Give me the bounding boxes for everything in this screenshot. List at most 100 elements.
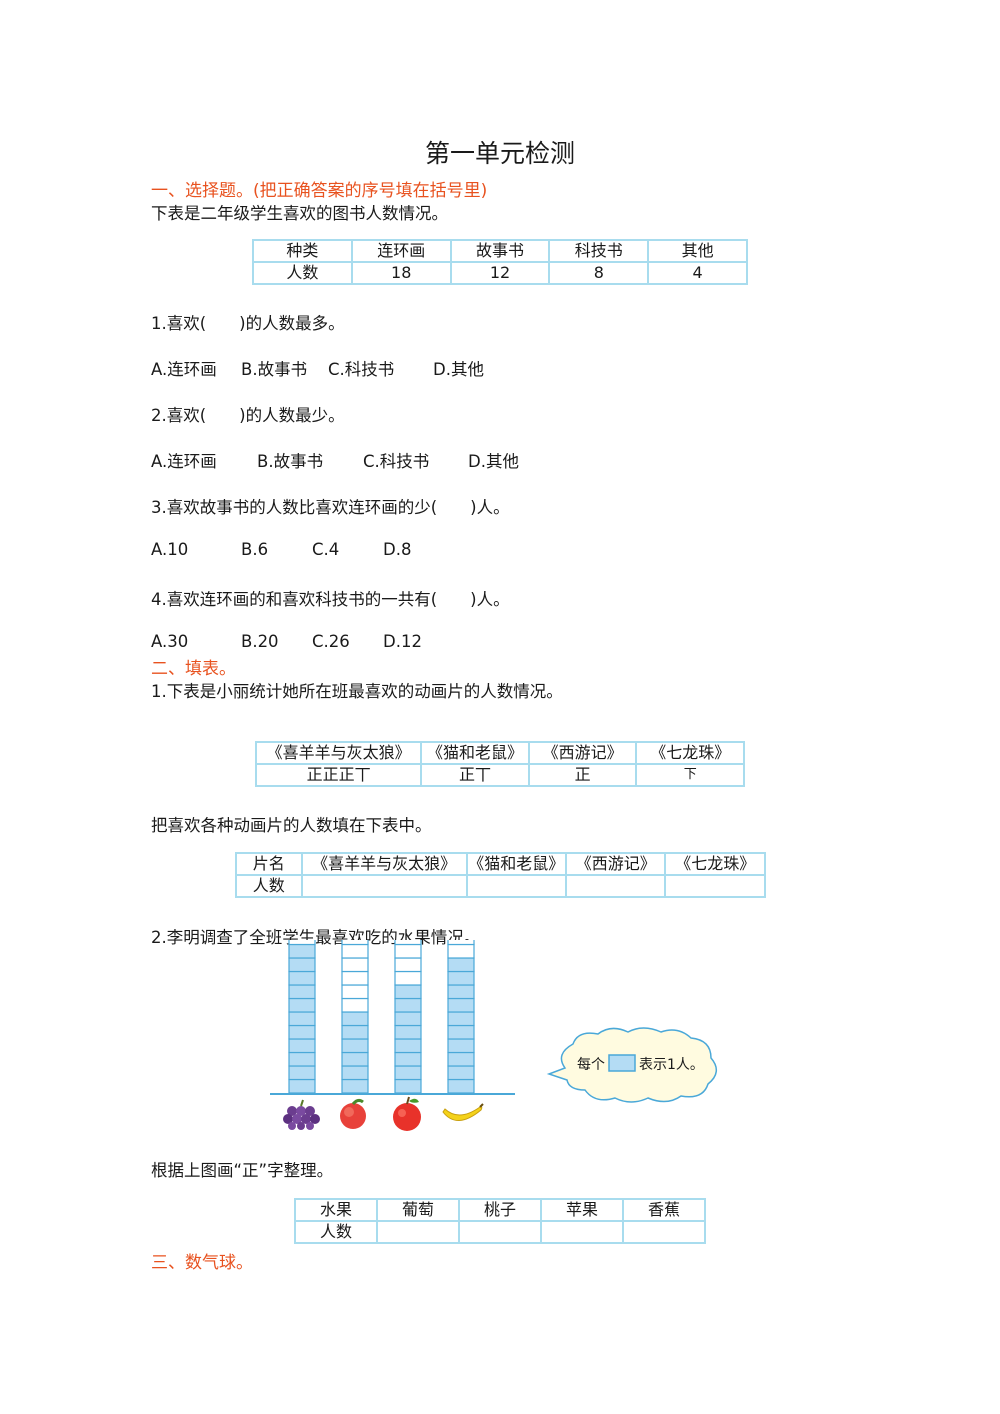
table-header-cell: 连环画 — [350, 239, 452, 263]
table-header-cell: 其他 — [647, 239, 748, 263]
section3-heading: 三、数气球。 — [151, 1253, 253, 1273]
tally-header-cell: 《七龙珠》 — [635, 741, 745, 765]
table-cell: 18 — [350, 261, 452, 285]
fruit-header-cell: 水果 — [294, 1198, 378, 1222]
section2-q1: 1.下表是小丽统计她所在班最喜欢的动画片的人数情况。 — [151, 682, 563, 701]
bar-cell-filled — [394, 1051, 422, 1067]
fill-header-cell: 片名 — [235, 852, 303, 876]
tally-cell: 正 — [527, 763, 638, 787]
bar-cell-filled — [447, 957, 475, 973]
bar-cell-filled — [341, 1024, 369, 1040]
bar-cell-filled — [394, 1011, 422, 1027]
legend-prefix: 每个 — [577, 1057, 605, 1073]
table-cell: 12 — [449, 261, 551, 285]
tally-table: 《喜羊羊与灰太狼》 《猫和老鼠》 《西游记》 《七龙珠》 正正正丅 正丅 正 下 — [254, 741, 745, 787]
bar-cell-filled — [447, 984, 475, 1000]
q4-option-d: D.12 — [383, 632, 422, 651]
q1-option-b: B.故事书 — [241, 360, 308, 379]
legend-suffix: 表示1人。 — [639, 1057, 704, 1073]
bar-cell-filled — [447, 997, 475, 1013]
question-3: 3.喜欢故事书的人数比喜欢连环画的少( )人。 — [151, 498, 510, 517]
bar-cell-filled — [288, 1051, 316, 1067]
fruit-answer-cell[interactable] — [540, 1220, 624, 1244]
fruit-header-cell: 香蕉 — [622, 1198, 706, 1222]
bar-column-peach — [341, 940, 369, 1094]
legend-cloud-bubble: 每个 表示1人。 — [546, 1027, 717, 1103]
bar-cell-filled — [394, 1024, 422, 1040]
bar-cell-empty — [394, 943, 422, 959]
fruit-answer-cell[interactable] — [622, 1220, 706, 1244]
fruit-header-cell: 桃子 — [458, 1198, 542, 1222]
bar-cell-empty — [447, 940, 475, 946]
fill-answer-cell[interactable] — [300, 874, 468, 898]
fruit-header-cell: 苹果 — [540, 1198, 624, 1222]
bar-cell-filled — [288, 1024, 316, 1040]
peach-icon — [340, 1098, 366, 1129]
bar-cell-empty — [394, 970, 422, 986]
bar-column-grape — [288, 940, 316, 1094]
bar-cell-filled — [341, 1065, 369, 1081]
bar-cell-filled — [341, 1038, 369, 1054]
bar-cell-filled — [447, 970, 475, 986]
fruit-answer-cell[interactable] — [458, 1220, 542, 1244]
banana-icon — [442, 1103, 484, 1121]
legend-unit-square — [608, 1054, 636, 1072]
q4-option-c: C.26 — [312, 632, 350, 651]
fill-answer-cell[interactable] — [664, 874, 766, 898]
fill-answer-cell[interactable] — [565, 874, 667, 898]
q3-option-d: D.8 — [383, 540, 412, 559]
fill-answer-cell[interactable] — [465, 874, 568, 898]
bar-cell-filled — [288, 970, 316, 986]
bar-cell-filled — [447, 1078, 475, 1094]
bar-cell-filled — [341, 1078, 369, 1094]
q2-option-d: D.其他 — [468, 452, 519, 471]
apple-icon — [393, 1096, 421, 1131]
section1-heading: 一、选择题。(把正确答案的序号填在括号里) — [151, 181, 488, 201]
question-1: 1.喜欢( )的人数最多。 — [151, 314, 345, 333]
bar-cell-empty — [341, 997, 369, 1013]
table-cell: 人数 — [252, 261, 353, 285]
q3-option-c: C.4 — [312, 540, 340, 559]
bar-cell-filled — [288, 1038, 316, 1054]
bar-cell-filled — [447, 1011, 475, 1027]
fill-header-cell: 《七龙珠》 — [664, 852, 766, 876]
fruit-answer-cell[interactable] — [376, 1220, 460, 1244]
bar-cell-filled — [447, 1024, 475, 1040]
book-table: 种类 连环画 故事书 科技书 其他 人数 18 12 8 4 — [252, 239, 748, 285]
q2-option-c: C.科技书 — [363, 452, 430, 471]
question-2: 2.喜欢( )的人数最少。 — [151, 406, 345, 425]
q3-option-b: B.6 — [241, 540, 269, 559]
fruit-header-cell: 葡萄 — [376, 1198, 460, 1222]
bar-column-banana — [447, 940, 475, 1094]
bar-cell-filled — [447, 1065, 475, 1081]
fill-table: 片名 《喜羊羊与灰太狼》 《猫和老鼠》 《西游记》 《七龙珠》 人数 — [235, 852, 766, 898]
fill-header-cell: 《喜羊羊与灰太狼》 — [300, 852, 468, 876]
fill-intro: 把喜欢各种动画片的人数填在下表中。 — [151, 816, 432, 835]
tally-header-cell: 《猫和老鼠》 — [420, 741, 530, 765]
bar-cell-filled — [394, 984, 422, 1000]
q4-option-a: A.30 — [151, 632, 189, 651]
tally-header-cell: 《西游记》 — [527, 741, 638, 765]
tally-cell: 正正正丅 — [254, 763, 423, 787]
bar-cell-empty — [447, 943, 475, 959]
bar-cell-filled — [288, 943, 316, 959]
fill-header-cell: 《猫和老鼠》 — [465, 852, 568, 876]
page-title: 第一单元检测 — [424, 139, 575, 168]
bar-cell-filled — [288, 1065, 316, 1081]
q4-option-b: B.20 — [241, 632, 279, 651]
q1-option-a: A.连环画 — [151, 360, 217, 379]
bar-cell-empty — [394, 957, 422, 973]
grape-icon — [283, 1099, 320, 1130]
fruit-table: 水果 葡萄 桃子 苹果 香蕉 人数 — [294, 1198, 706, 1244]
bar-cell-empty — [341, 970, 369, 986]
bar-cell-filled — [447, 1051, 475, 1067]
bar-column-apple — [394, 940, 422, 1094]
fill-row-label: 人数 — [235, 874, 303, 898]
bar-cell-filled — [288, 1011, 316, 1027]
bar-cell-filled — [288, 984, 316, 1000]
tally-header-cell: 《喜羊羊与灰太狼》 — [254, 741, 423, 765]
bar-cell-empty — [288, 940, 316, 946]
bar-cell-empty — [341, 984, 369, 1000]
tally-cell: 下 — [635, 763, 745, 787]
table-header-cell: 种类 — [252, 239, 353, 263]
